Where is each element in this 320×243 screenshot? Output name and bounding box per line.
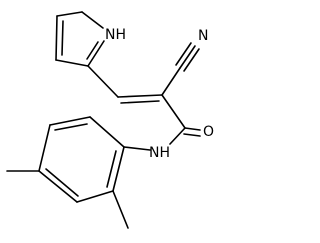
bond-ring-to-vinyl — [87, 65, 119, 98]
amide-group — [123, 94, 201, 151]
bond-aryl-4-inner — [45, 168, 79, 197]
bond-carbonyl-double-2 — [183, 133, 201, 137]
bond-aryl-3 — [38, 124, 51, 172]
vinyl-linker — [87, 65, 163, 104]
bond-vinyl-double-inner — [120, 100, 160, 104]
bond-nitrile-triple-1 — [179, 45, 196, 69]
pyrrole-nh-label: NH — [105, 27, 126, 43]
bond-pyrrole-3 — [55, 59, 89, 67]
bond-aryl-4 — [38, 170, 78, 203]
pyrrole-ring — [55, 11, 105, 67]
molecule-structure-diagram: NH N O NH — [6, 11, 214, 229]
methyl-groups — [6, 170, 129, 229]
bond-aryl-6-inner — [106, 150, 117, 188]
bond-pyrrole-2 — [55, 15, 58, 61]
nitrile-n-label: N — [198, 28, 208, 44]
bond-vinyl-double-outer — [117, 94, 163, 98]
bond-aryl-2-inner — [54, 123, 88, 131]
amide-o-label: O — [203, 124, 214, 140]
bond-aryl-6 — [112, 146, 125, 192]
bond-nitrile-triple-3 — [175, 42, 192, 66]
bond-to-carbonyl — [161, 94, 186, 129]
amide-nh-label: NH — [149, 145, 170, 161]
bond-pyrrole-4 — [87, 40, 105, 67]
bond-carbonyl-double-1 — [184, 127, 201, 131]
bond-aryl-1 — [89, 116, 125, 148]
bond-carbonyl-to-nh — [169, 127, 186, 145]
bond-aryl-5 — [76, 190, 114, 203]
bond-pyrrole-5 — [81, 11, 104, 29]
bond-pyrrole-1 — [56, 11, 83, 17]
bond-aryl-2 — [49, 116, 91, 126]
bond-methyl-ortho — [112, 190, 129, 229]
bond-to-nitrile — [161, 67, 181, 96]
cyano-group — [161, 42, 200, 96]
dimethylphenyl-ring — [38, 116, 125, 203]
bond-pyrrole-4-inner — [86, 41, 99, 60]
bond-nh-to-aryl — [123, 146, 151, 151]
bond-pyrrole-2-inner — [61, 20, 64, 56]
bond-nitrile-triple-2 — [183, 48, 200, 72]
